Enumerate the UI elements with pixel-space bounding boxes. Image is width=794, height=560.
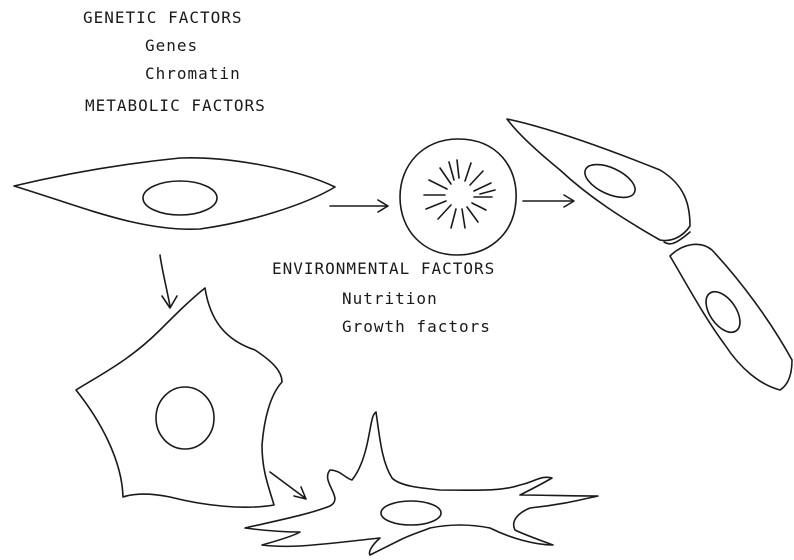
mitotic-cell xyxy=(400,139,516,255)
elongated-cell-lower xyxy=(670,244,792,390)
branched-cell-nucleus xyxy=(381,501,441,525)
branched-cell xyxy=(245,412,598,555)
polygonal-cell-nucleus xyxy=(156,387,214,449)
arrow-to-branched-cell xyxy=(270,472,306,499)
polygonal-cell xyxy=(76,288,282,507)
arrow-to-polygonal-cell xyxy=(160,255,177,308)
precursor-nucleus xyxy=(143,181,217,215)
elongated-cell-upper xyxy=(507,119,690,240)
lower-cell-nucleus xyxy=(699,286,747,339)
arrow-to-elongated-cells xyxy=(523,195,574,207)
upper-cell-nucleus xyxy=(580,158,640,204)
precursor-cell xyxy=(14,158,335,229)
arrow-to-mitosis xyxy=(330,200,388,212)
chromosomes xyxy=(424,160,495,228)
